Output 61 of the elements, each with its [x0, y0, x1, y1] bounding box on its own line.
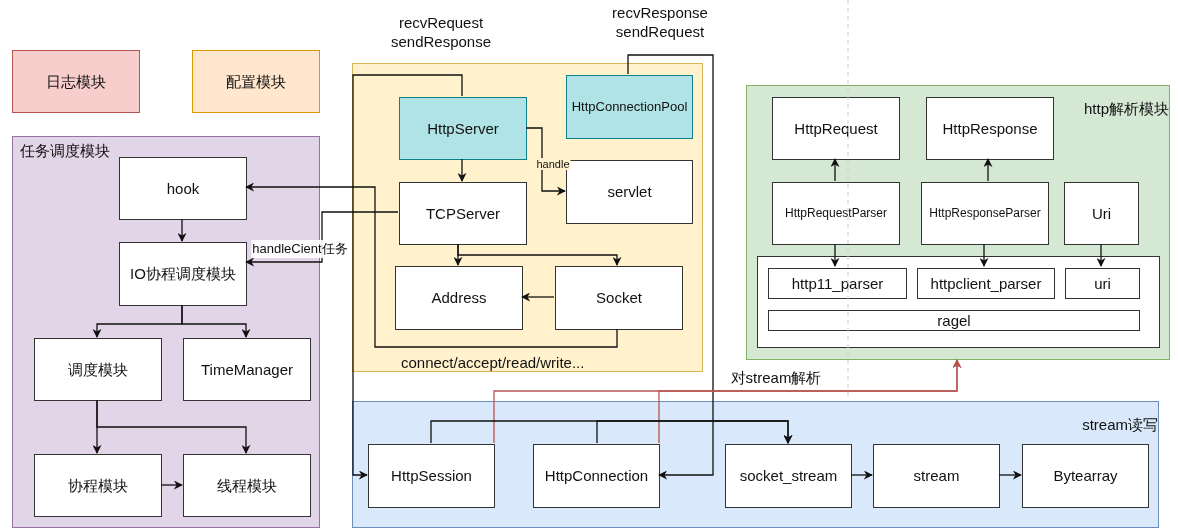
module-box: HttpRequest: [772, 97, 900, 160]
module-box: HttpServer: [399, 97, 527, 160]
arrow: [245, 211, 399, 267]
arrow: [245, 182, 618, 348]
panel-heading: 任务调度模块: [20, 142, 110, 160]
arrow: [181, 304, 251, 338]
module-box: socket_stream: [725, 444, 852, 508]
panel-heading: stream读写: [1082, 416, 1158, 434]
edge-label: handleCient任务: [251, 240, 349, 258]
module-box: 调度模块: [34, 338, 162, 401]
arrow: [352, 74, 463, 480]
module-box: HttpResponseParser: [921, 182, 1049, 245]
arrow: [160, 480, 183, 490]
module-box: httpclient_parser: [917, 268, 1055, 299]
arrow: [998, 470, 1022, 480]
module-panel: [746, 85, 1170, 360]
module-box: Bytearray: [1022, 444, 1149, 508]
module-box: TimeManager: [183, 338, 311, 401]
arrow: [979, 243, 989, 267]
module-box: Address: [395, 266, 523, 330]
module-box: Socket: [555, 266, 683, 330]
annotation-text: recvRequest sendResponse: [389, 14, 493, 52]
module-panel: [352, 63, 703, 372]
module-box: HttpConnectionPool: [566, 75, 693, 139]
inner-panel: [757, 256, 1160, 348]
arrow: [830, 158, 840, 182]
module-box: HttpConnection: [533, 444, 660, 508]
panel-heading: http解析模块: [1083, 100, 1169, 118]
module-box: HttpRequestParser: [772, 182, 900, 245]
module-box: HttpSession: [368, 444, 495, 508]
module-box: 协程模块: [34, 454, 162, 517]
module-box: hook: [119, 157, 247, 220]
module-box: Uri: [1064, 182, 1139, 245]
arrow: [830, 243, 840, 267]
arrow: [96, 399, 251, 454]
arrow: [177, 218, 187, 242]
arrow: [850, 470, 873, 480]
edge-label: handle: [535, 158, 571, 170]
arrow: [627, 54, 714, 480]
arrow: [658, 359, 962, 444]
annotation-text: recvResponse sendRequest: [611, 4, 709, 42]
arrow: [983, 158, 993, 182]
panel-heading: connect/accept/read/write...: [401, 354, 585, 372]
module-box: HttpResponse: [926, 97, 1054, 160]
arrow: [457, 243, 622, 266]
arrow: [521, 292, 555, 302]
module-box: 线程模块: [183, 454, 311, 517]
module-box: uri: [1065, 268, 1140, 299]
arrow: [457, 158, 467, 182]
edge-label: 对stream解析: [729, 368, 823, 388]
module-box: TCPServer: [399, 182, 527, 245]
module-box: 日志模块: [12, 50, 140, 113]
module-panel: [352, 401, 1159, 528]
arrow: [596, 420, 793, 444]
module-box: ragel: [768, 310, 1140, 331]
module-box: 配置模块: [192, 50, 320, 113]
arrow: [1096, 243, 1106, 267]
module-box: IO协程调度模块: [119, 242, 247, 306]
module-box: http11_parser: [768, 268, 907, 299]
module-box: stream: [873, 444, 1000, 508]
arrow: [525, 127, 566, 196]
